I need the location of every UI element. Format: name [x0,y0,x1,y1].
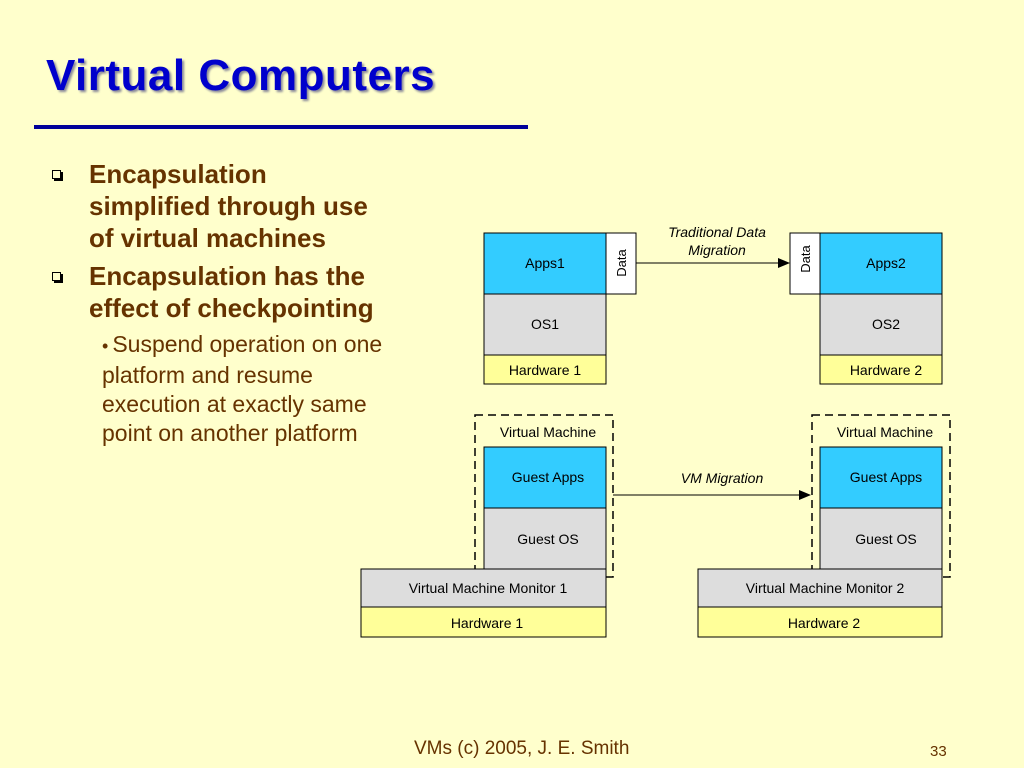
hardware1-bottom-label: Hardware 1 [451,615,524,631]
sub-bullet-marker: • [102,336,109,356]
hardware1-label: Hardware 1 [509,362,582,378]
square-bullet-icon [52,272,61,281]
right-vm-stack: Virtual Machine Guest Apps Guest OS Virt… [697,414,951,638]
guest-os-right-label: Guest OS [855,531,916,547]
traditional-migration-arrow: Traditional Data Migration [636,224,790,268]
os2-label: OS2 [872,316,900,332]
hardware2-bottom-label: Hardware 2 [788,615,861,631]
bullet-text: Encapsulation has the effect of checkpoi… [89,261,374,323]
vmm2-label: Virtual Machine Monitor 2 [746,580,905,596]
data-right-box [789,232,821,295]
bullet-item: Encapsulation has the effect of checkpoi… [50,260,390,324]
vm-migration-label: VM Migration [681,470,764,486]
sub-bullet-text: Suspend operation on one platform and re… [102,331,383,446]
hardware1-box [483,354,607,385]
apps1-box [483,232,607,295]
hardware2-label: Hardware 2 [850,362,923,378]
data-left-label: Data [614,249,629,277]
guest-apps-right-box [819,446,943,509]
vmm1-box [360,568,607,608]
os1-label: OS1 [531,316,559,332]
vm-label-left: Virtual Machine [500,424,596,440]
arrow-label-line2: Migration [688,242,746,258]
guest-os-right-box [819,507,943,570]
vmm1-label: Virtual Machine Monitor 1 [409,580,568,596]
left-machine-stack: Apps1 OS1 Hardware 1 Data [483,232,637,385]
hardware2-box [819,354,943,385]
vm-label-bg-right [827,424,943,442]
guest-apps-right-label: Guest Apps [850,469,922,485]
slide-title: Virtual Computers [46,51,436,100]
title-underline [34,125,528,129]
vm-label-bg-left [490,424,606,442]
left-vm-stack: Virtual Machine Guest Apps Guest OS Virt… [360,414,614,638]
slide-footer: VMs (c) 2005, J. E. Smith [414,738,630,759]
guest-os-left-label: Guest OS [517,531,578,547]
right-machine-stack: Data Apps2 OS2 Hardware 2 [789,232,943,385]
data-right-label: Data [798,245,813,273]
hardware1-bottom-box [360,606,607,638]
guest-apps-left-label: Guest Apps [512,469,584,485]
sub-bullet-item: •Suspend operation on one platform and r… [102,330,390,448]
guest-apps-left-box [483,446,607,509]
os2-box [819,293,943,356]
apps1-label: Apps1 [525,255,565,271]
bullet-list: Encapsulation simplified through use of … [50,158,390,448]
vm-label-right: Virtual Machine [837,424,933,440]
bullet-text: Encapsulation simplified through use of … [89,159,368,253]
guest-os-left-box [483,507,607,570]
vmm2-box [697,568,943,608]
os1-box [483,293,607,356]
bullet-item: Encapsulation simplified through use of … [50,158,390,254]
hardware2-bottom-box [697,606,943,638]
page-number: 33 [930,743,947,760]
square-bullet-icon [52,170,61,179]
apps2-box [819,232,943,295]
arrow-label-line1: Traditional Data [668,224,766,240]
vm-migration-arrow-group: VM Migration [613,470,811,500]
apps2-label: Apps2 [866,255,906,271]
